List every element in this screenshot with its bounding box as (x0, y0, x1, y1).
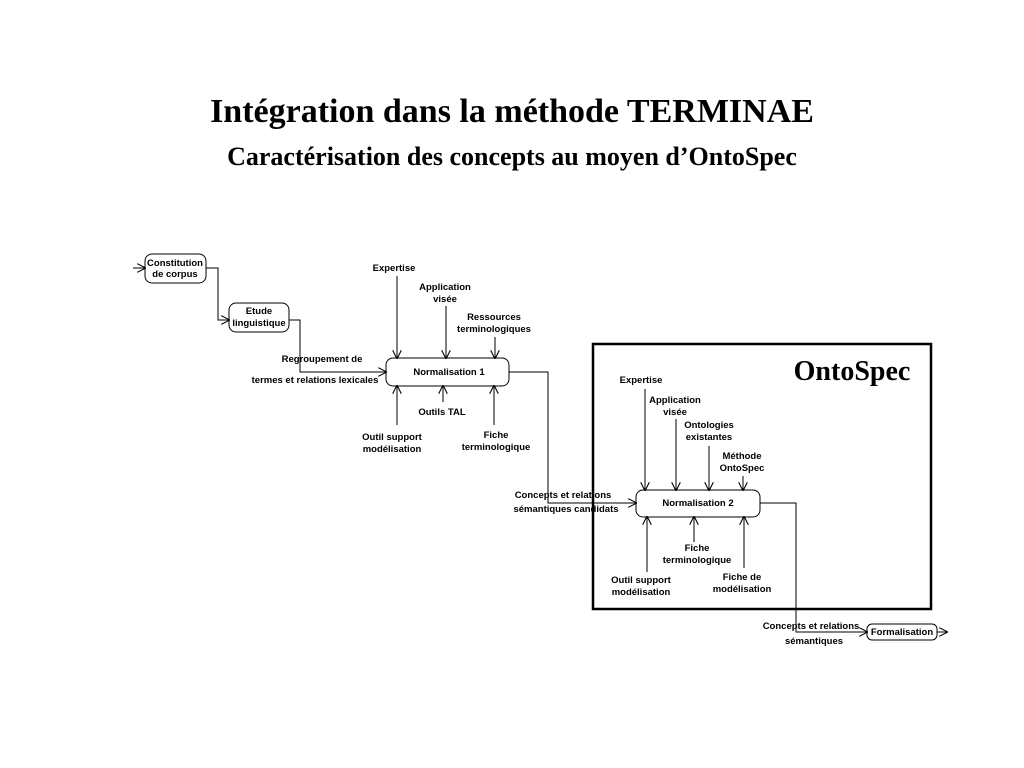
corpus-label-line2: de corpus (152, 269, 197, 280)
fiche-modelisation-label-line2: modélisation (713, 584, 772, 595)
outils-tal-label: Outils TAL (418, 407, 466, 418)
fiche-modelisation-label-line1: Fiche de (723, 572, 762, 583)
normalisation2-box: Normalisation 2 (635, 489, 761, 518)
outil-support1-label-line1: Outil support (362, 432, 422, 443)
ressources-label-line2: terminologiques (457, 324, 531, 335)
ontospec-frame (591, 342, 933, 611)
slide-subtitle: Caractérisation des concepts au moyen d’… (227, 142, 797, 171)
fiche-term2-label-line1: Fiche (685, 543, 710, 554)
outil-support1-label-line2: modélisation (363, 444, 422, 455)
corpus-label-line1: Constitution (147, 258, 203, 269)
application2-label-line2: visée (663, 407, 687, 418)
fiche-term1-label-line2: terminologique (462, 442, 531, 453)
concepts-candidats-label-line2: sémantiques candidats (513, 504, 618, 515)
ontologies-label-line1: Ontologies (684, 420, 734, 431)
application1-label-line2: visée (433, 294, 457, 305)
etude-box: Etude linguistique (228, 302, 290, 333)
formalisation-box: Formalisation (866, 623, 938, 641)
methode-label-line1: Méthode (722, 451, 761, 462)
outil-support2-label-line2: modélisation (612, 587, 671, 598)
normalisation1-label: Normalisation 1 (413, 367, 485, 378)
normalisation2-label: Normalisation 2 (662, 498, 733, 509)
methode-label-line2: OntoSpec (720, 463, 765, 474)
concepts-finaux-label-line2: sémantiques (785, 636, 843, 647)
application1-label-line1: Application (419, 282, 471, 293)
ontologies-label-line2: existantes (686, 432, 732, 443)
corpus-box: Constitution de corpus (144, 253, 207, 284)
expertise2-label: Expertise (620, 375, 663, 386)
ressources-label-line1: Ressources (467, 312, 521, 323)
corpus-to-etude-arrow (206, 267, 229, 320)
fiche-term2-label-line2: terminologique (663, 555, 732, 566)
normalisation1-to-normalisation2-arrow (509, 371, 636, 503)
expertise1-label: Expertise (373, 263, 416, 274)
normalisation1-box: Normalisation 1 (385, 357, 510, 387)
concepts-candidats-label-line1: Concepts et relations (515, 490, 612, 501)
ontospec-label: OntoSpec (794, 356, 911, 387)
application2-label-line1: Application (649, 395, 701, 406)
normalisation2-to-formalisation-arrow (760, 502, 867, 632)
etude-label-line2: linguistique (232, 318, 285, 329)
formalisation-label: Formalisation (871, 627, 933, 638)
concepts-finaux-label-line1: Concepts et relations (763, 621, 860, 632)
etude-to-normalisation1-arrow (289, 319, 386, 372)
outil-support2-label-line1: Outil support (611, 575, 671, 586)
regroupement-label-line2: termes et relations lexicales (252, 375, 379, 386)
flow-connectors (133, 268, 947, 632)
fiche-term1-label-line1: Fiche (484, 430, 509, 441)
regroupement-label-line1: Regroupement de (282, 354, 363, 365)
slide-title: Intégration dans la méthode TERMINAE (210, 93, 814, 130)
etude-label-line1: Etude (246, 306, 272, 317)
